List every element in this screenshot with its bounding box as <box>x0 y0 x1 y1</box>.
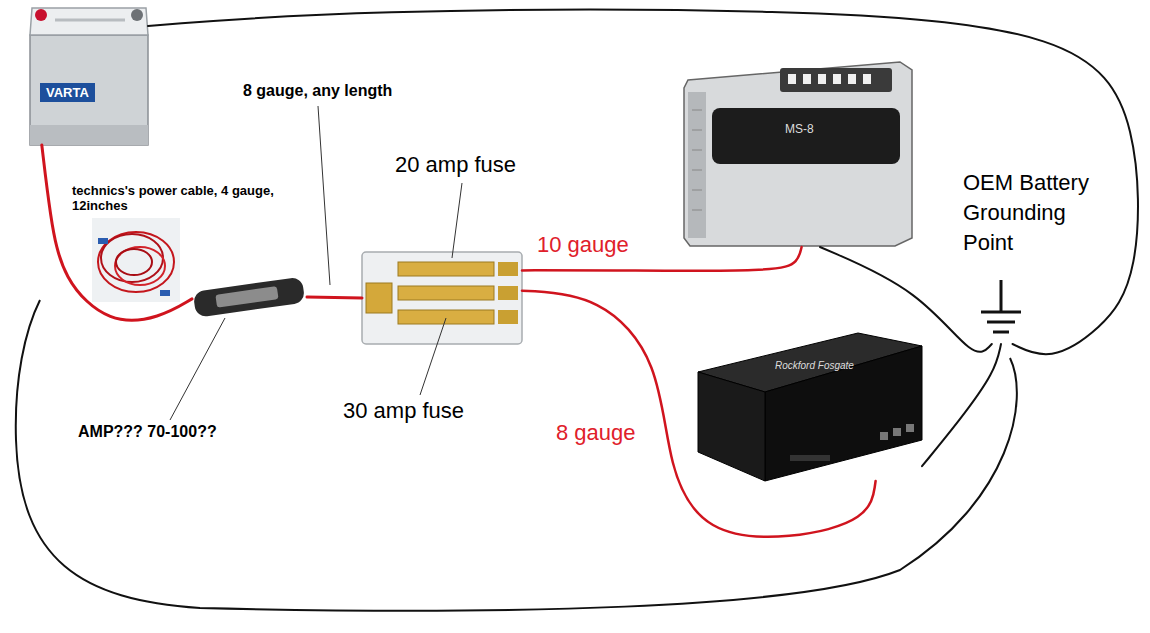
inline-fuse-holder: AMP??? 70-100?? <box>192 278 307 316</box>
amplifier: Rockford Fosgate <box>690 333 922 481</box>
amplifier-picture <box>698 333 922 481</box>
brand-logo: Rockford Fosgate <box>775 360 854 371</box>
brand-logo: VARTA <box>40 83 95 102</box>
wire <box>148 10 1138 354</box>
battery-picture <box>30 8 148 145</box>
wire <box>42 145 192 320</box>
wire-label: 8 gauge, any length <box>243 82 392 100</box>
fuse-holder-picture <box>193 277 306 318</box>
wire <box>922 344 1001 466</box>
ground-wire <box>16 300 1017 611</box>
fuse-callout: 20 amp fuse <box>395 152 516 178</box>
wire <box>307 297 362 298</box>
processor-picture <box>684 62 912 246</box>
wire <box>522 291 876 537</box>
ground-label: OEM Battery Grounding Point <box>963 168 1103 258</box>
wire <box>820 247 992 352</box>
cable-photo <box>92 218 180 302</box>
wire-label: 10 gauge <box>537 232 629 258</box>
battery: VARTA <box>30 5 148 145</box>
fuse-callout: 30 amp fuse <box>343 398 464 424</box>
distribution-block: 20 amp fuse30 amp fuse <box>362 252 522 344</box>
wire-label: 8 gauge <box>556 420 636 446</box>
ground-symbol <box>981 280 1021 332</box>
processor: MS-8 <box>682 62 912 247</box>
ground-point: OEM Battery Grounding Point <box>978 278 1024 344</box>
wire-label: technics's power cable, 4 gauge, 12inche… <box>72 183 312 213</box>
model-name: MS-8 <box>785 122 814 136</box>
fuse-callout: AMP??? 70-100?? <box>78 423 217 441</box>
